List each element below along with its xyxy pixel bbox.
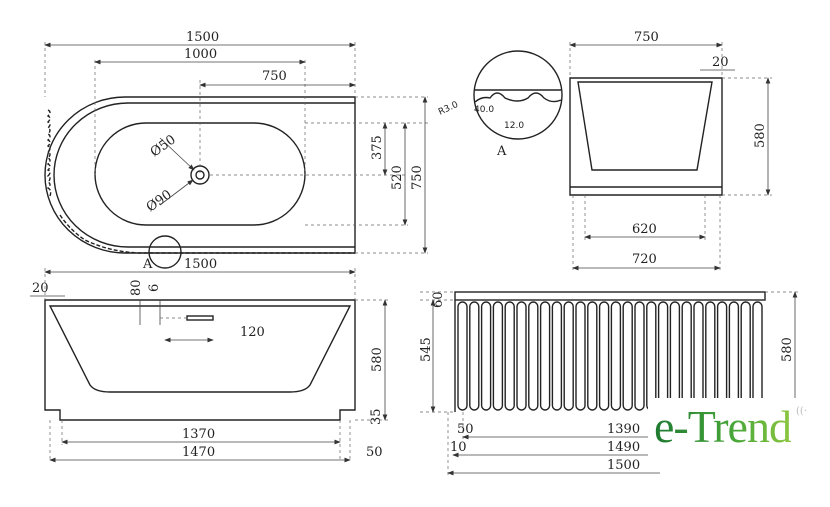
flute — [740, 301, 751, 411]
inner-basin — [94, 122, 306, 226]
flute — [504, 301, 515, 411]
flute — [551, 301, 563, 411]
flute — [622, 301, 633, 411]
flute — [728, 301, 740, 411]
side-dim-1500: 1500 — [607, 458, 640, 473]
dim-750: 750 — [262, 69, 287, 84]
detail-marker-circle — [148, 235, 182, 269]
flute — [480, 301, 492, 411]
flute — [563, 301, 574, 411]
end-view: 750 20 580 620 720 — [569, 30, 772, 271]
flute — [669, 301, 681, 411]
flute — [646, 301, 657, 411]
side-dim-10: 10 — [450, 440, 467, 455]
side-dim-545: 545 — [419, 337, 434, 362]
etrend-logo: e-Trend ((· — [648, 398, 830, 460]
flute — [657, 301, 669, 411]
front-dim-50: 50 — [366, 445, 383, 460]
flute — [705, 301, 716, 411]
detail-label: A — [496, 144, 507, 159]
front-dim-1470: 1470 — [182, 445, 215, 460]
side-dim-1490: 1490 — [607, 440, 640, 455]
front-view: 1500 20 80 6 120 580 35 1370 1470 50 — [30, 257, 390, 463]
flute — [716, 301, 728, 411]
dim-750-depth: 750 — [410, 165, 425, 190]
front-dim-580: 580 — [370, 347, 385, 372]
front-dim-1500: 1500 — [184, 257, 217, 272]
front-dim-6: 6 — [147, 284, 162, 292]
dim-520: 520 — [390, 165, 405, 190]
flute — [598, 301, 610, 411]
dim-375: 375 — [370, 135, 385, 160]
front-dim-80: 80 — [129, 279, 144, 296]
detail-marker-label: A — [142, 257, 153, 272]
wifi-icon: ((· — [796, 406, 807, 417]
flute — [575, 301, 586, 411]
hole-large-label: Ø90 — [144, 187, 175, 215]
side-dim-1390: 1390 — [607, 422, 640, 437]
detail-pitch: 40.0 — [474, 105, 494, 115]
dim-1000: 1000 — [184, 47, 217, 62]
front-dim-35: 35 — [369, 408, 384, 425]
end-dim-750: 750 — [634, 30, 659, 45]
front-dim-120: 120 — [240, 325, 265, 340]
end-dim-580: 580 — [753, 123, 768, 148]
end-dim-620: 620 — [632, 222, 657, 237]
flute — [693, 301, 704, 411]
hole-small-label: Ø50 — [148, 132, 179, 160]
detail-flute: 12.0 — [504, 121, 524, 131]
flute — [752, 301, 763, 411]
end-dim-20: 20 — [712, 55, 729, 70]
flute — [681, 301, 692, 411]
front-dim-20: 20 — [32, 281, 49, 296]
flute — [610, 301, 622, 411]
flute-panels — [457, 301, 763, 411]
tub-outline — [44, 96, 356, 254]
flute — [528, 301, 539, 411]
detail-radius: R3.0 — [437, 100, 460, 118]
fluted-edge — [46, 109, 355, 254]
detail-a: R3.0 40.0 12.0 A — [437, 50, 563, 159]
side-dim-50: 50 — [457, 422, 474, 437]
flute — [634, 301, 645, 411]
flute — [457, 301, 468, 411]
flute — [469, 301, 480, 411]
flute — [492, 301, 504, 411]
logo-text: e-Trend — [654, 401, 792, 452]
flute — [516, 301, 527, 411]
drain-icon — [190, 165, 210, 185]
tub-rim — [53, 102, 355, 248]
top-view: Ø50 Ø90 1500 1000 750 375 520 750 A — [44, 30, 428, 272]
flute — [539, 301, 551, 411]
side-dim-580: 580 — [780, 337, 795, 362]
end-dim-720: 720 — [632, 252, 657, 267]
flute — [587, 301, 598, 411]
front-dim-1370: 1370 — [182, 427, 215, 442]
dim-1500: 1500 — [186, 30, 219, 45]
